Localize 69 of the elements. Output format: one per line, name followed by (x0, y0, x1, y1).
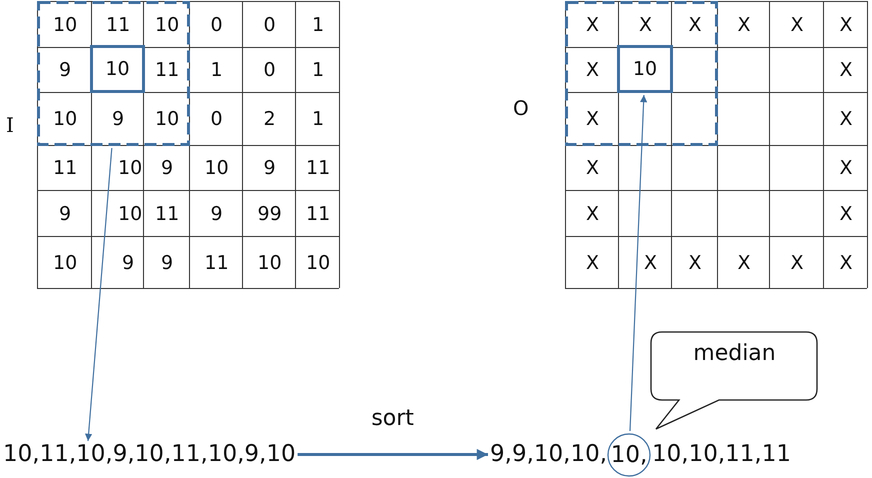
placeholder-mark: X (840, 16, 853, 34)
placeholder-mark: X (840, 110, 853, 129)
pixel-value: 9 (161, 159, 174, 178)
dashed-window (37, 1, 190, 146)
pixel-value: 10 (53, 110, 78, 129)
dashed-window (565, 1, 718, 146)
highlighted-pixel: 10 (90, 45, 145, 93)
placeholder-mark: X (586, 159, 600, 178)
placeholder-mark: X (840, 159, 853, 178)
pixel-value: 10 (306, 254, 330, 272)
placeholder-mark: X (840, 61, 853, 80)
pixel-value: 11 (53, 159, 78, 178)
placeholder-mark: X (688, 254, 702, 272)
pixel-value: 10 (155, 110, 180, 129)
speech-bubble: median (650, 331, 819, 431)
placeholder-mark: X (586, 204, 600, 224)
pixel-value: 9 (59, 204, 72, 224)
pixel-value: 10 (118, 159, 142, 178)
sorted-list: 9,9,10,10, (490, 443, 608, 466)
matrix-label: I (6, 115, 14, 135)
pixel-value: 9 (161, 254, 174, 272)
pixel-value: 9 (210, 204, 223, 224)
pixel-value: 1 (312, 110, 324, 129)
circled-value: 10, (607, 433, 651, 477)
pixel-value: 0 (264, 61, 276, 80)
pixel-value: 2 (264, 110, 276, 129)
pixel-value: 9 (59, 61, 72, 80)
arrow (629, 94, 648, 432)
sorted-list: 10,10,11,11 (652, 443, 791, 466)
pixel-value: 11 (106, 16, 130, 34)
pixel-value: 10 (118, 204, 142, 224)
pixel-value: 99 (258, 204, 282, 224)
arrow (85, 148, 112, 442)
pixel-value: 9 (122, 254, 134, 272)
arrow (298, 448, 488, 460)
placeholder-mark: X (738, 254, 751, 272)
value-list: 10,11,10,9,10,11,10,9,10 (3, 443, 296, 466)
pixel-value: 0 (264, 16, 276, 34)
pixel-value: 1 (312, 16, 324, 34)
pixel-value: 11 (204, 254, 229, 272)
pixel-value: 9 (112, 110, 124, 129)
pixel-value: 11 (155, 204, 180, 224)
placeholder-mark: X (639, 16, 652, 34)
pixel-value: 0 (210, 16, 223, 34)
pixel-value: 9 (264, 159, 276, 178)
pixel-value: 1 (312, 61, 324, 80)
pixel-value: 10 (53, 16, 78, 34)
pixel-value: 10 (155, 16, 180, 34)
placeholder-mark: X (840, 254, 853, 272)
pixel-value: 11 (306, 204, 330, 224)
placeholder-mark: X (586, 254, 600, 272)
matrix-label: O (513, 98, 529, 118)
placeholder-mark: X (840, 204, 853, 224)
placeholder-mark: X (790, 16, 804, 34)
placeholder-mark: X (688, 16, 702, 34)
pixel-value: 10 (204, 159, 229, 178)
pixel-value: 11 (306, 159, 330, 178)
placeholder-mark: X (586, 61, 600, 80)
placeholder-mark: X (586, 16, 600, 34)
pixel-value: 10 (258, 254, 282, 272)
highlighted-pixel: 10 (617, 45, 673, 93)
placeholder-mark: X (644, 254, 658, 272)
pixel-value: 0 (210, 110, 223, 129)
placeholder-mark: X (738, 16, 751, 34)
placeholder-mark: X (790, 254, 804, 272)
placeholder-mark: X (586, 110, 600, 129)
pixel-value: 11 (155, 61, 180, 80)
pixel-value: 10 (53, 254, 78, 272)
pixel-value: 1 (210, 61, 223, 80)
